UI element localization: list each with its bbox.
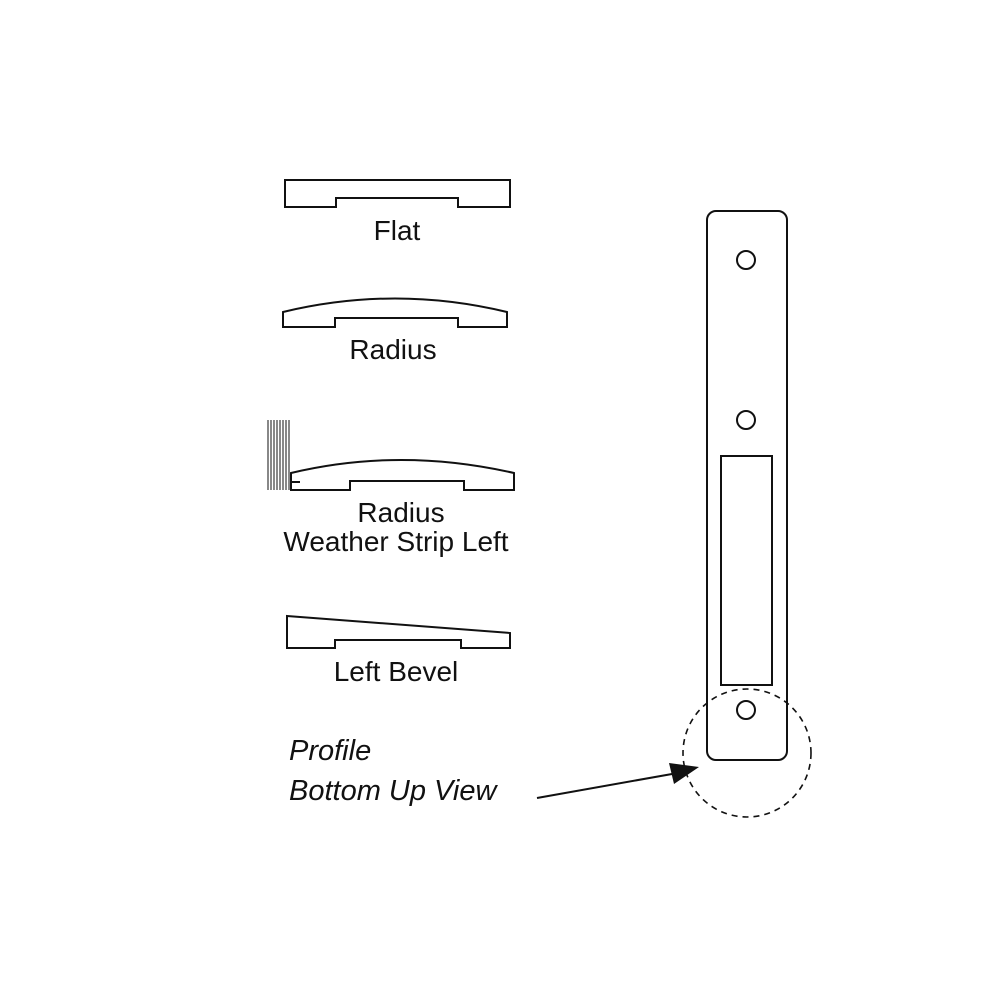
callout-arrow-line xyxy=(536,773,673,799)
latch-opening xyxy=(720,455,773,686)
left-bevel-label: Left Bevel xyxy=(333,656,459,687)
weather-strip-brush xyxy=(267,420,290,490)
strike-plate-outline xyxy=(706,210,788,761)
bottom-screw-hole xyxy=(736,700,756,720)
top-screw-hole xyxy=(736,250,756,270)
left-bevel-profile-shape xyxy=(286,614,511,649)
detail-circle xyxy=(682,688,812,818)
radius-weather-strip-profile-shape xyxy=(290,459,515,491)
radius-profile-shape xyxy=(282,297,508,328)
radius-weather-strip-label-line2: Weather Strip Left xyxy=(283,526,509,557)
radius-weather-strip-label-line1: Radius xyxy=(357,497,445,528)
radius-label: Radius xyxy=(349,334,437,365)
callout-label-line1: Profile xyxy=(289,735,372,767)
flat-label: Flat xyxy=(373,215,421,246)
flat-profile-shape xyxy=(284,179,511,208)
middle-screw-hole xyxy=(736,410,756,430)
callout-arrowhead xyxy=(669,763,699,784)
callout-label-line2: Bottom Up View xyxy=(289,775,497,807)
